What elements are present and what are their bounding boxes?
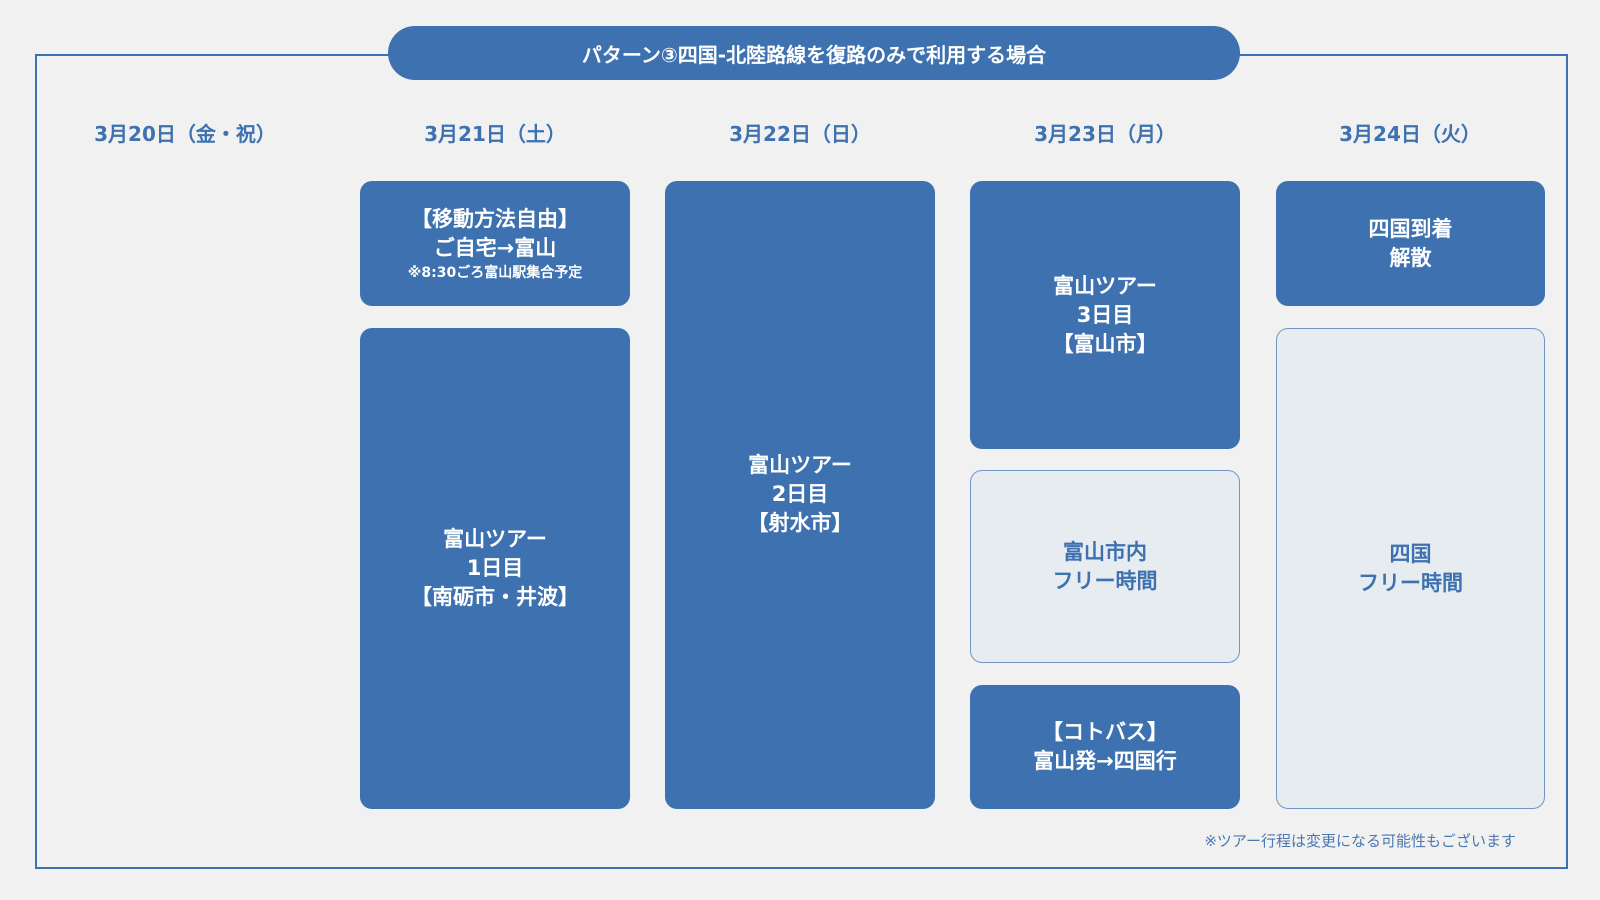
block-toyama-free-time: 富山市内 フリー時間 bbox=[970, 470, 1240, 663]
block-line: 四国到着 bbox=[1368, 216, 1453, 241]
block-line: 富山ツアー bbox=[443, 527, 547, 551]
date-header-0322: 3月22日（日） bbox=[729, 122, 871, 146]
block-tour-day2: 富山ツアー 2日目 【射水市】 bbox=[665, 181, 935, 809]
block-kotobus: 【コトバス】 富山発→四国行 bbox=[970, 685, 1240, 809]
block-line: 富山発→四国行 bbox=[1033, 749, 1177, 773]
block-line: 富山ツアー bbox=[748, 453, 852, 477]
block-line: フリー時間 bbox=[1052, 568, 1158, 593]
block-line: 解散 bbox=[1389, 245, 1432, 270]
block-line: 【富山市】 bbox=[1052, 331, 1158, 356]
block-travel-to-toyama: 【移動方法自由】 ご自宅→富山 ※8:30ごろ富山駅集合予定 bbox=[360, 181, 630, 306]
date-header-0321: 3月21日（土） bbox=[424, 122, 566, 146]
block-line: 富山ツアー bbox=[1053, 273, 1157, 298]
block-line: 富山市内 bbox=[1063, 539, 1147, 564]
block-shikoku-free-time: 四国 フリー時間 bbox=[1276, 328, 1545, 809]
block-line: 1日目 bbox=[466, 556, 524, 580]
block-line: 【南砺市・井波】 bbox=[411, 585, 579, 609]
block-note: ※8:30ごろ富山駅集合予定 bbox=[407, 264, 583, 281]
block-line: 【移動方法自由】 bbox=[411, 206, 579, 231]
block-line: 【射水市】 bbox=[747, 511, 853, 535]
block-line: ご自宅→富山 bbox=[433, 235, 557, 260]
block-shikoku-arrival: 四国到着 解散 bbox=[1276, 181, 1545, 306]
date-header-0323: 3月23日（月） bbox=[1034, 122, 1176, 146]
date-header-0324: 3月24日（火） bbox=[1339, 122, 1481, 146]
block-line: 2日目 bbox=[771, 482, 829, 506]
block-line: 3日目 bbox=[1076, 302, 1134, 327]
disclaimer-note: ※ツアー行程は変更になる可能性もございます bbox=[1204, 832, 1516, 850]
block-line: フリー時間 bbox=[1358, 570, 1463, 595]
block-tour-day3: 富山ツアー 3日目 【富山市】 bbox=[970, 181, 1240, 449]
date-header-0320: 3月20日（金・祝） bbox=[94, 122, 276, 146]
page-title: パターン③四国-北陸路線を復路のみで利用する場合 bbox=[388, 26, 1240, 80]
block-tour-day1: 富山ツアー 1日目 【南砺市・井波】 bbox=[360, 328, 630, 809]
block-line: 四国 bbox=[1389, 541, 1432, 566]
block-line: 【コトバス】 bbox=[1042, 720, 1168, 744]
